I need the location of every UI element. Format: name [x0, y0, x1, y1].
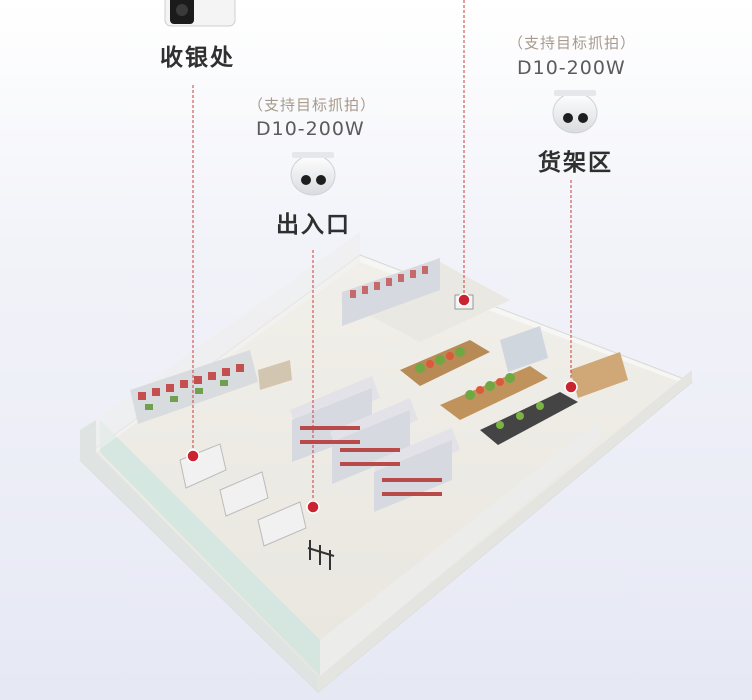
callout-lines [192, 0, 572, 506]
entrance-support-label: （支持目标抓拍） [248, 96, 377, 114]
produce-section [400, 326, 628, 445]
entrance-marker [306, 500, 320, 514]
shelves-model-label: D10-200W [517, 57, 626, 79]
cashier-zone-label: 收银处 [160, 45, 235, 71]
cashier-marker [186, 449, 200, 463]
shelves-marker [564, 380, 578, 394]
shelves-support-label: （支持目标抓拍） [508, 34, 637, 52]
wall-shelves [130, 350, 292, 424]
shelves-zone-label: 货架区 [538, 150, 613, 176]
checkout-counters [179, 443, 335, 570]
dome-camera-icon [290, 152, 336, 196]
entrance-model-label: D10-200W [256, 118, 365, 140]
dome-camera-icon [552, 90, 598, 134]
bullet-camera-icon [164, 0, 236, 27]
back-room-marker [457, 293, 471, 307]
entrance-zone-label: 出入口 [276, 212, 351, 238]
location-markers [186, 293, 578, 514]
